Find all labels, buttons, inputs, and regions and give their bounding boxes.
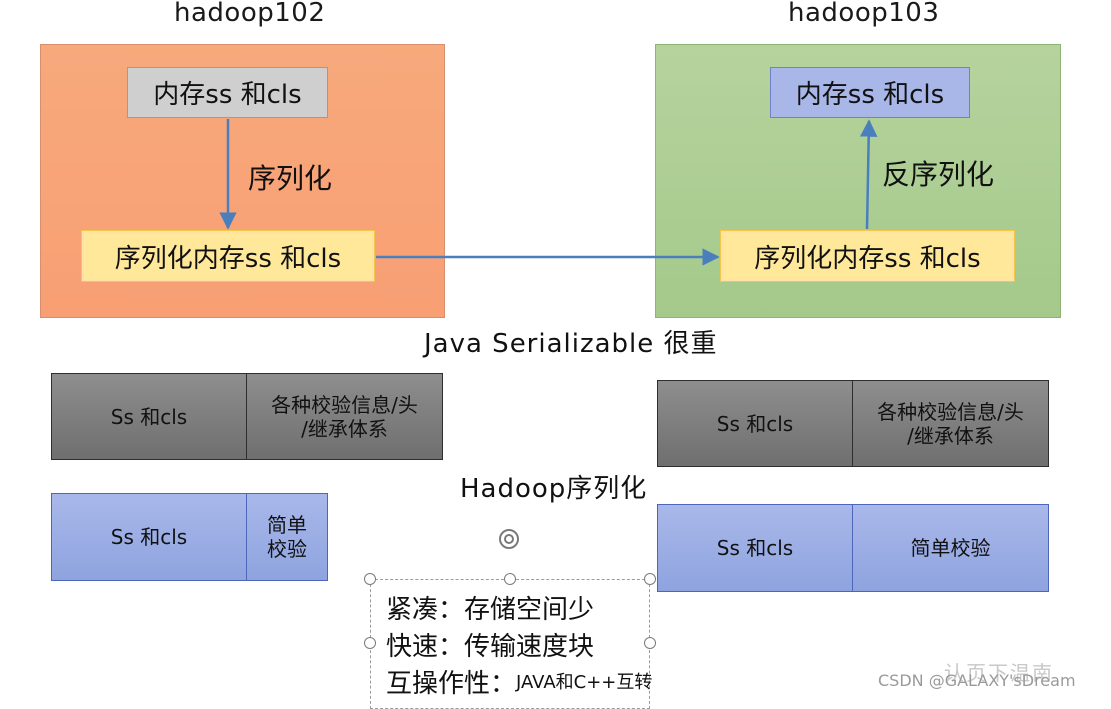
resize-handle-top-right[interactable] (644, 573, 656, 585)
java-right-cell-data: Ss 和cls (657, 380, 853, 467)
hadoop-left-cell-check: 简单 校验 (246, 493, 328, 581)
java-right-cell-meta: 各种校验信息/头 /继承体系 (852, 380, 1049, 467)
java-right-cell-meta-text: 各种校验信息/头 /继承体系 (877, 399, 1024, 448)
rotate-handle-icon[interactable] (497, 527, 525, 555)
feature-interop-label: 互操作性： (386, 669, 517, 699)
resize-handle-top-left[interactable] (364, 573, 376, 585)
resize-handle-middle-right[interactable] (644, 637, 656, 649)
resize-handle-middle-left[interactable] (364, 637, 376, 649)
feature-fast-label: 快速： (386, 632, 465, 662)
java-left-cell-meta: 各种校验信息/头 /继承体系 (246, 373, 443, 460)
java-serializable-title: Java Serializable 很重 (424, 329, 718, 359)
serialize-label: 序列化 (248, 162, 333, 195)
java-left-cell-meta-text: 各种校验信息/头 /继承体系 (271, 392, 418, 441)
resize-handle-top-center[interactable] (504, 573, 516, 585)
serialized-box-left-text: 序列化内存ss 和cls (114, 243, 342, 274)
memory-box-right: 内存ss 和cls (770, 67, 970, 118)
memory-box-left: 内存ss 和cls (127, 67, 328, 118)
memory-box-left-text: 内存ss 和cls (153, 80, 302, 110)
serialized-box-right-text: 序列化内存ss 和cls (754, 243, 981, 274)
serialized-box-right: 序列化内存ss 和cls (720, 230, 1015, 282)
host-title-hadoop103: hadoop103 (788, 0, 940, 28)
serialized-box-left: 序列化内存ss 和cls (81, 230, 375, 282)
hadoop-right-cell-data-text: Ss 和cls (716, 536, 794, 560)
deserialize-label: 反序列化 (882, 158, 995, 191)
csdn-watermark: CSDN @GALAXY'sDream (878, 671, 1076, 690)
feature-interop-value: JAVA和C++互转 (516, 672, 653, 693)
hadoop-left-cell-data-text: Ss 和cls (110, 525, 188, 549)
java-left-cell-data-text: Ss 和cls (110, 404, 188, 429)
feature-interop: 互操作性：JAVA和C++互转 (386, 663, 652, 700)
hadoop-serialization-title: Hadoop序列化 (460, 474, 648, 504)
feature-compact-label: 紧凑： (386, 595, 465, 625)
feature-compact: 紧凑：存储空间少 (386, 589, 594, 626)
feature-fast-value: 传输速度块 (464, 632, 595, 662)
hadoop-right-cell-check-text: 简单校验 (910, 536, 991, 560)
hadoop-left-cell-check-text: 简单 校验 (267, 513, 307, 561)
feature-compact-value: 存储空间少 (464, 595, 595, 625)
memory-box-right-text: 内存ss 和cls (795, 80, 945, 110)
host-title-hadoop102: hadoop102 (174, 0, 326, 28)
hadoop-left-cell-data: Ss 和cls (51, 493, 247, 581)
hadoop-right-cell-check: 简单校验 (852, 504, 1049, 592)
java-left-cell-data: Ss 和cls (51, 373, 247, 460)
faded-watermark-text: 认页下温南 (944, 661, 1054, 685)
hadoop-right-cell-data: Ss 和cls (657, 504, 853, 592)
feature-fast: 快速：传输速度块 (386, 626, 594, 663)
java-right-cell-data-text: Ss 和cls (716, 411, 794, 436)
